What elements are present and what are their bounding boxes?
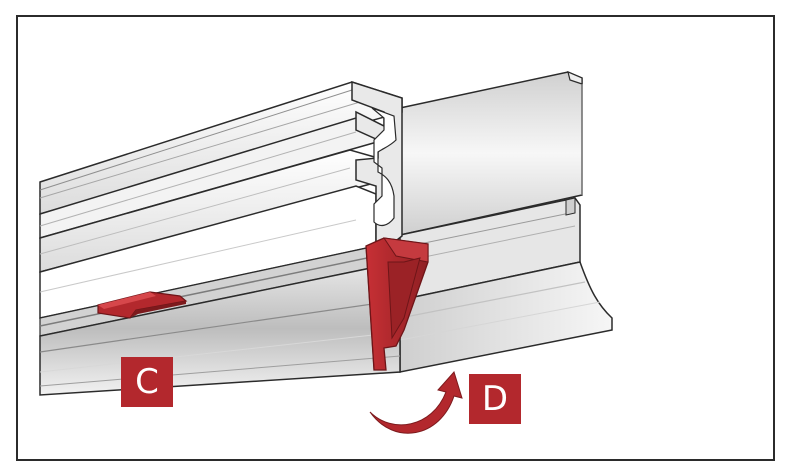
front-rail xyxy=(39,81,403,396)
lower-rail xyxy=(399,197,613,373)
clip-c xyxy=(97,291,188,319)
label-c-text: C xyxy=(135,362,159,402)
label-c: C xyxy=(121,357,173,407)
rotate-arrow-icon xyxy=(369,371,463,434)
label-d-text: D xyxy=(481,379,509,419)
label-d: D xyxy=(469,374,521,424)
rail-end-profile xyxy=(351,80,403,247)
clip-d xyxy=(365,237,429,371)
